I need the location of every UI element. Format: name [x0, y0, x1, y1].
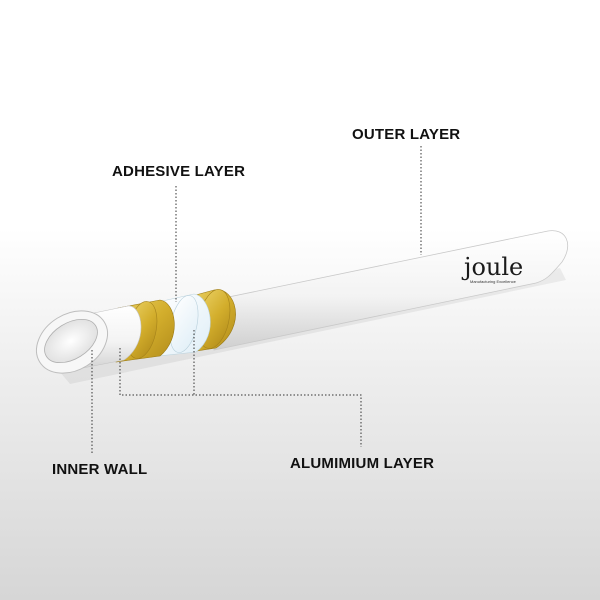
outer-layer-label: OUTER LAYER	[352, 126, 461, 143]
outer-layer-body	[213, 230, 568, 351]
pipe-bore	[44, 318, 98, 364]
brand-name: joule	[461, 253, 523, 281]
brand-logo: joule Manufacturing Excellence	[461, 253, 523, 284]
brand-tagline: Manufacturing Excellence	[470, 279, 517, 284]
inner-wall-label: INNER WALL	[52, 461, 148, 478]
aluminium-layer-label: ALUMIMIUM LAYER	[290, 455, 435, 472]
adhesive-layer-label: ADHESIVE LAYER	[112, 163, 246, 180]
leader-lines	[91, 146, 422, 455]
